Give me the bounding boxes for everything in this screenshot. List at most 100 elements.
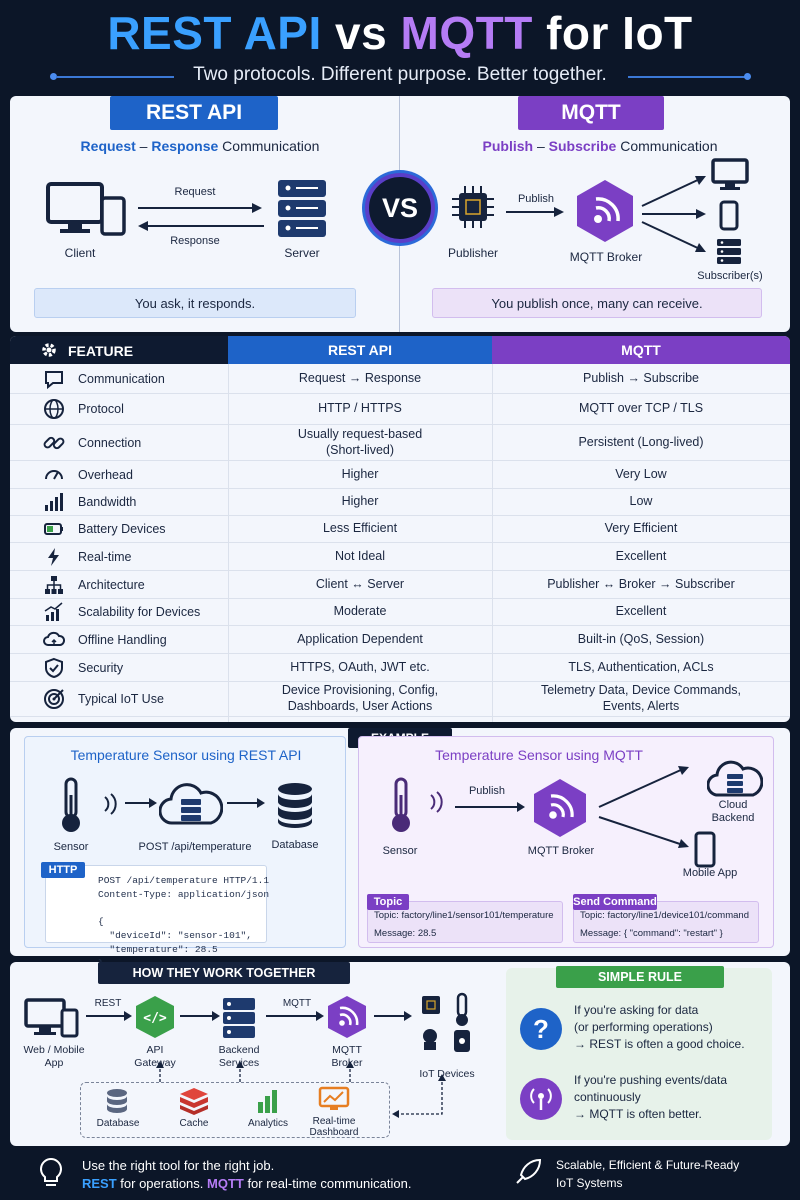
- cache-label: Cache: [179, 1118, 209, 1129]
- mqtt-example-broker-icon: [534, 779, 586, 837]
- fan-out-arrows: [641, 176, 706, 252]
- broker-label: MQTT Broker: [569, 250, 643, 264]
- mqtt-summary-note: You publish once, many can receive.: [432, 288, 762, 318]
- svg-text:</>: </>: [143, 1011, 167, 1026]
- web-mobile-label: Web / Mobile App: [23, 1044, 85, 1069]
- feature-cell: Communication: [10, 364, 228, 393]
- dashboard-label: Real-time Dashboard: [309, 1116, 359, 1138]
- table-row: Bandwidth Higher Low: [10, 489, 790, 516]
- topic-message-line: Message: 28.5: [374, 928, 437, 939]
- title-rest: REST API: [107, 7, 322, 59]
- mqtt-cell: Excellent: [615, 604, 667, 619]
- mqtt-cell: Telemetry Data, Device Commands, Events,…: [540, 683, 742, 713]
- feature-cell: Architecture: [10, 571, 228, 598]
- mqtt-flow-label: MQTT: [282, 998, 312, 1009]
- rest-cell: HTTP / HTTPS: [318, 401, 402, 416]
- col-divider-2: [492, 364, 493, 722]
- mqtt-cell: Excellent: [615, 548, 667, 563]
- mqtt-sub-publish: Publish: [482, 138, 534, 154]
- rest-subtitle: Request – Response Communication: [50, 138, 350, 154]
- publish-arrow: [506, 207, 564, 217]
- backend-label: Backend Services: [218, 1044, 260, 1069]
- lightbulb-icon: [40, 1157, 62, 1186]
- feature-label: Offline Handling: [78, 632, 167, 647]
- iot-devices-label: IoT Devices: [419, 1068, 475, 1080]
- simple-rule-badge: SIMPLE RULE: [556, 966, 724, 988]
- rest-sub-dash: –: [135, 138, 152, 154]
- footer-right1: Scalable, Efficient & Future-Ready: [556, 1158, 740, 1172]
- mqtt-thermometer-icon: [392, 777, 410, 832]
- broadcast-icon: [520, 1078, 562, 1120]
- feature-label: Overhead: [78, 467, 133, 482]
- rest-sub-response: Response: [151, 138, 219, 154]
- mqtt-cell: Low: [629, 494, 653, 509]
- mqtt-cell: Publish → Subscribe: [582, 370, 700, 385]
- devices-feedback-link: [392, 1074, 446, 1118]
- monitor-icon: [711, 158, 749, 190]
- footer-rest: REST: [82, 1176, 117, 1191]
- title-for-iot: for IoT: [546, 7, 693, 59]
- rest-flow-arrow: [86, 1011, 132, 1021]
- cloud-sync-icon: [34, 629, 74, 651]
- footer-line2: REST for operations. MQTT for real-time …: [82, 1176, 411, 1191]
- page-title: REST API vs MQTT for IoT: [0, 6, 800, 60]
- rest-cell: Higher: [341, 466, 379, 481]
- feature-cell: Protocol: [10, 394, 228, 424]
- footer-line1: Use the right tool for the right job.: [82, 1158, 275, 1173]
- thermometer-icon: [62, 777, 80, 832]
- mqtt-sub-communication: Communication: [616, 138, 718, 154]
- mqtt-subtitle: Publish – Subscribe Communication: [450, 138, 750, 154]
- feature-label: Security: [78, 660, 124, 675]
- feature-cell: Bandwidth: [10, 489, 228, 515]
- response-label: Response: [170, 235, 220, 247]
- mqtt-publish-label: Publish: [468, 785, 506, 797]
- mqtt-broker-label: MQTT Broker: [527, 845, 595, 857]
- http-request-code: POST /api/temperature HTTP/1.1 Content-T…: [98, 875, 270, 969]
- table-row: Battery Devices Less Efficient Very Effici…: [10, 516, 790, 543]
- mqtt-rule-line1: If you're pushing events/data: [574, 1073, 728, 1087]
- mqtt-example-title: Temperature Sensor using MQTT: [435, 747, 643, 763]
- mqtt-cell: Publisher ↔ Broker → Subscriber: [547, 576, 735, 591]
- growth-chart-icon: [34, 601, 74, 623]
- mqtt-signal-waves-icon: [430, 791, 443, 813]
- header-mqtt: MQTT: [492, 336, 790, 364]
- server-icon: [278, 180, 326, 237]
- rest-sub-communication: Communication: [218, 138, 320, 154]
- client-label: Client: [64, 246, 96, 260]
- subtitle: Two protocols. Different purpose. Better…: [193, 64, 607, 85]
- feature-cell: Battery Devices: [10, 516, 228, 542]
- cache-icon: [180, 1088, 208, 1115]
- rest-cell: Higher: [341, 494, 379, 509]
- mqtt-cell: Very Efficient: [604, 521, 678, 536]
- rest-rule-line3: → REST is often a good choice.: [574, 1036, 745, 1051]
- simple-rule-card: SIMPLE RULE ? If you're asking for data …: [506, 966, 772, 1140]
- rest-rule-text: If you're asking for data (or performing…: [574, 1002, 745, 1052]
- rest-rule-line2: (or performing operations): [574, 1019, 713, 1034]
- rest-sub-request: Request: [80, 138, 136, 154]
- support-database-icon: [107, 1089, 127, 1113]
- feature-label: Battery Devices: [78, 522, 166, 536]
- mobile-app-label: Mobile App: [682, 867, 738, 879]
- rest-cell: Less Efficient: [322, 521, 398, 536]
- mqtt-rule-line2: continuously: [574, 1089, 641, 1104]
- chip-icon: [452, 186, 494, 228]
- feature-label: Typical IoT Use: [78, 692, 164, 706]
- subtitle-dot-left: [50, 73, 57, 80]
- battery-icon: [34, 518, 74, 540]
- backend-server-icon: [223, 998, 255, 1038]
- arrow-to-api-icon: [125, 798, 157, 808]
- mqtt-sub-subscribe: Subscribe: [548, 138, 617, 154]
- publish-label: Publish: [517, 193, 555, 205]
- publisher-label: Publisher: [447, 246, 499, 260]
- hierarchy-icon: [34, 574, 74, 596]
- mqtt-publish-arrow: [455, 802, 525, 812]
- feature-label: Communication: [78, 371, 165, 386]
- rest-cell: Request → Response: [298, 370, 422, 385]
- header-feature: FEATURE: [68, 343, 134, 359]
